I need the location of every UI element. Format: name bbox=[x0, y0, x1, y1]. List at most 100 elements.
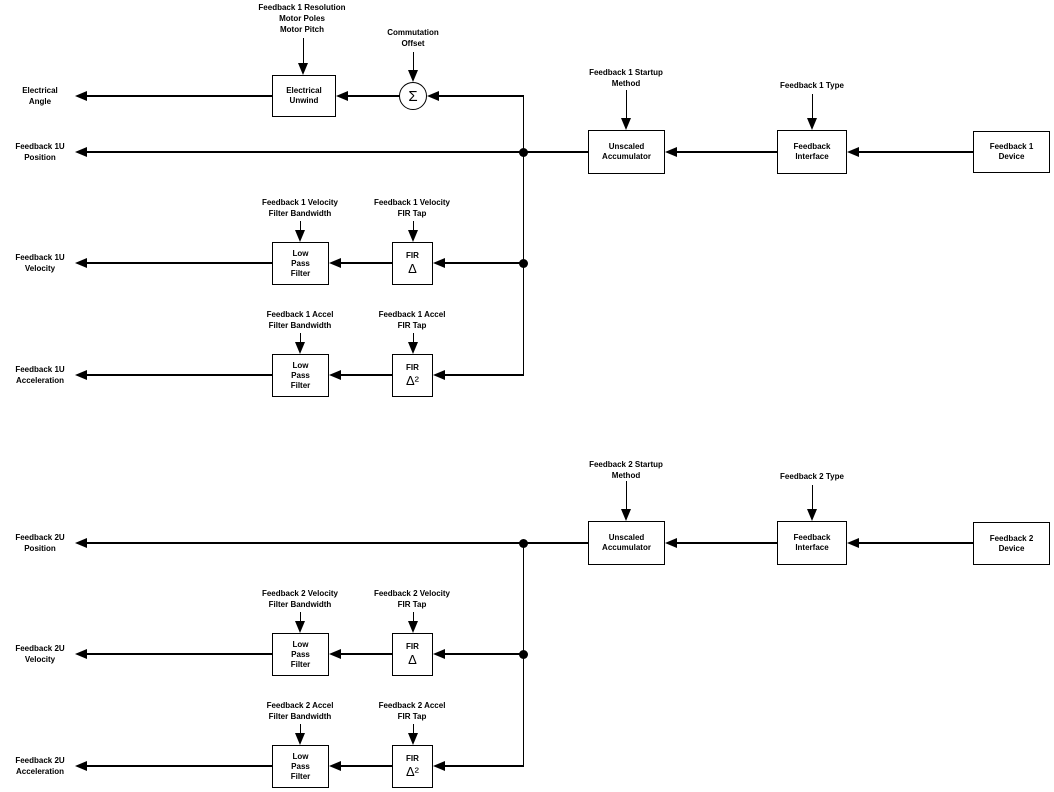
junction-dot bbox=[518, 538, 528, 548]
arrowhead-down-icon bbox=[807, 118, 817, 130]
block-feedback-interface-1: Feedback Interface bbox=[777, 130, 847, 174]
block-label: FIR bbox=[406, 642, 419, 651]
arrowhead-down-icon bbox=[295, 342, 305, 354]
block-label: FIR bbox=[406, 251, 419, 260]
block-velocity-lpf-1: Low Pass Filter bbox=[272, 242, 329, 285]
arrowhead-left-icon bbox=[75, 147, 87, 157]
arrowhead-left-icon bbox=[75, 761, 87, 771]
delta-squared-icon: Δ² bbox=[405, 764, 419, 779]
param-stem bbox=[625, 481, 627, 510]
arrowhead-down-icon bbox=[408, 733, 418, 745]
arrowhead-down-icon bbox=[408, 342, 418, 354]
label-feedback2-accel-fir-tap: Feedback 2 Accel FIR Tap bbox=[378, 701, 446, 721]
arrowhead-left-icon bbox=[847, 538, 859, 548]
connector-line bbox=[857, 542, 973, 544]
output-label-feedback2u-velocity: Feedback 2U Velocity bbox=[15, 644, 65, 664]
param-stem bbox=[299, 612, 301, 623]
arrowhead-down-icon bbox=[295, 230, 305, 242]
connector-line bbox=[85, 374, 272, 376]
label-feedback1-startup-method: Feedback 1 Startup Method bbox=[589, 68, 663, 88]
label-feedback2-velocity-filter-bandwidth: Feedback 2 Velocity Filter Bandwidth bbox=[261, 589, 339, 609]
label-feedback1-velocity-fir-tap: Feedback 1 Velocity FIR Tap bbox=[373, 198, 451, 218]
arrowhead-left-icon bbox=[433, 258, 445, 268]
param-stem bbox=[412, 724, 414, 735]
arrowhead-down-icon bbox=[295, 621, 305, 633]
arrowhead-down-icon bbox=[408, 70, 418, 82]
output-label-electrical-angle: Electrical Angle bbox=[22, 86, 58, 106]
block-unscaled-accumulator-1: Unscaled Accumulator bbox=[588, 130, 665, 174]
label-feedback1-resolution: Feedback 1 Resolution Motor Poles Motor … bbox=[258, 3, 346, 34]
block-unscaled-accumulator-2: Unscaled Accumulator bbox=[588, 521, 665, 565]
arrowhead-down-icon bbox=[807, 509, 817, 521]
arrowhead-down-icon bbox=[298, 63, 308, 75]
arrowhead-left-icon bbox=[427, 91, 439, 101]
delta-icon: Δ bbox=[408, 652, 417, 667]
arrowhead-left-icon bbox=[336, 91, 348, 101]
arrowhead-left-icon bbox=[329, 370, 341, 380]
block-label: Electrical Unwind bbox=[286, 86, 322, 105]
connector-line bbox=[85, 151, 588, 153]
connector-line bbox=[85, 542, 588, 544]
arrowhead-down-icon bbox=[408, 230, 418, 242]
arrowhead-left-icon bbox=[433, 370, 445, 380]
block-accel-lpf-1: Low Pass Filter bbox=[272, 354, 329, 397]
label-feedback1-type: Feedback 1 Type bbox=[780, 81, 844, 90]
delta-squared-icon: Δ² bbox=[405, 373, 419, 388]
arrowhead-down-icon bbox=[621, 118, 631, 130]
junction-dot bbox=[518, 258, 528, 268]
arrowhead-down-icon bbox=[295, 733, 305, 745]
connector-line bbox=[443, 374, 524, 376]
arrowhead-left-icon bbox=[329, 649, 341, 659]
block-label: Unscaled Accumulator bbox=[602, 142, 651, 161]
label-commutation-offset: Commutation Offset bbox=[387, 28, 439, 48]
output-label-feedback2u-acceleration: Feedback 2U Acceleration bbox=[15, 756, 65, 776]
label-feedback2-type: Feedback 2 Type bbox=[780, 472, 844, 481]
block-label: Feedback 2 Device bbox=[989, 533, 1034, 553]
output-label-feedback1u-velocity: Feedback 1U Velocity bbox=[15, 253, 65, 273]
delta-icon: Δ bbox=[408, 261, 417, 276]
param-stem bbox=[299, 333, 301, 344]
connector-line bbox=[443, 653, 524, 655]
connector-line bbox=[85, 95, 272, 97]
arrowhead-left-icon bbox=[665, 538, 677, 548]
block-feedback1-device: Feedback 1 Device bbox=[973, 131, 1050, 173]
output-label-feedback1u-position: Feedback 1U Position bbox=[15, 142, 65, 162]
connector-line bbox=[339, 262, 392, 264]
param-stem bbox=[299, 724, 301, 735]
arrowhead-left-icon bbox=[433, 649, 445, 659]
trunk-line bbox=[522, 95, 524, 376]
param-stem bbox=[811, 94, 813, 119]
param-stem bbox=[811, 485, 813, 510]
block-accel-lpf-2: Low Pass Filter bbox=[272, 745, 329, 788]
connector-line bbox=[437, 95, 524, 97]
junction-dot bbox=[518, 147, 528, 157]
arrowhead-left-icon bbox=[329, 258, 341, 268]
connector-line bbox=[443, 262, 524, 264]
connector-line bbox=[339, 374, 392, 376]
block-label: Low Pass Filter bbox=[290, 639, 311, 669]
param-stem bbox=[302, 38, 304, 64]
output-label-feedback2u-position: Feedback 2U Position bbox=[15, 533, 65, 553]
block-electrical-unwind: Electrical Unwind bbox=[272, 75, 336, 117]
block-label: FIR bbox=[406, 754, 419, 763]
block-label: Low Pass Filter bbox=[290, 360, 311, 390]
arrowhead-left-icon bbox=[75, 370, 87, 380]
connector-line bbox=[339, 765, 392, 767]
arrowhead-left-icon bbox=[665, 147, 677, 157]
connector-line bbox=[443, 765, 524, 767]
param-stem bbox=[299, 221, 301, 232]
label-feedback2-velocity-fir-tap: Feedback 2 Velocity FIR Tap bbox=[373, 589, 451, 609]
label-feedback2-accel-filter-bandwidth: Feedback 2 Accel Filter Bandwidth bbox=[266, 701, 334, 721]
block-label: Feedback Interface bbox=[793, 533, 831, 552]
block-label: Feedback Interface bbox=[793, 142, 831, 161]
connector-line bbox=[85, 262, 272, 264]
block-feedback2-device: Feedback 2 Device bbox=[973, 522, 1050, 565]
arrowhead-left-icon bbox=[75, 649, 87, 659]
block-feedback-interface-2: Feedback Interface bbox=[777, 521, 847, 565]
arrowhead-down-icon bbox=[621, 509, 631, 521]
block-label: FIR bbox=[406, 363, 419, 372]
